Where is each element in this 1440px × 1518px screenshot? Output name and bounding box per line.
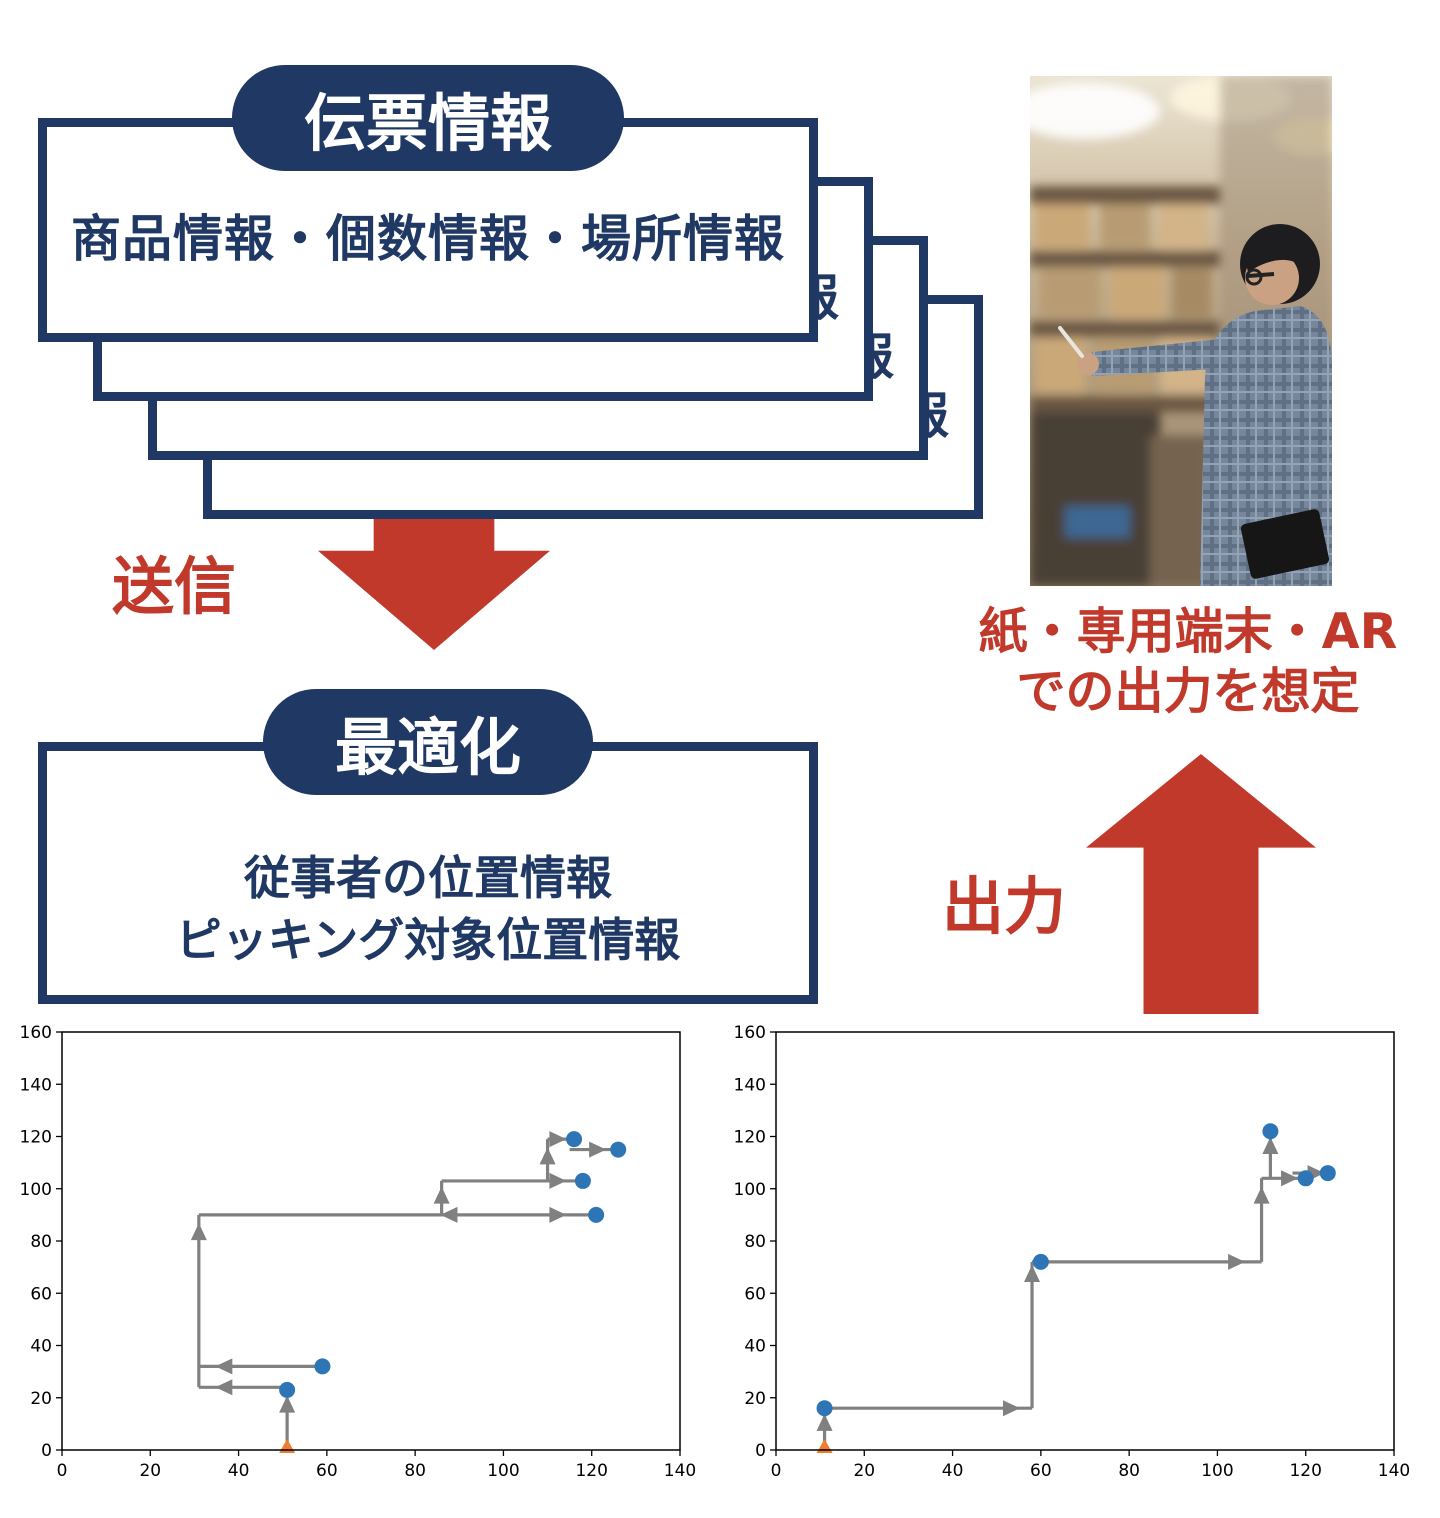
output-arrow-up: [1086, 754, 1316, 1014]
optimize-line-2: ピッキング対象位置情報: [175, 913, 681, 968]
optimize-box: 最適化 従事者の位置情報 ピッキング対象位置情報: [38, 689, 818, 1004]
svg-text:60: 60: [1030, 1461, 1052, 1481]
svg-text:40: 40: [30, 1337, 52, 1357]
slip-card-body: 商品情報・個数情報・場所情報: [71, 210, 785, 268]
optimize-line-1: 従事者の位置情報: [244, 851, 612, 905]
svg-text:60: 60: [30, 1284, 52, 1304]
svg-text:0: 0: [57, 1461, 68, 1481]
svg-text:120: 120: [20, 1128, 52, 1148]
svg-text:100: 100: [20, 1180, 52, 1200]
svg-text:20: 20: [30, 1389, 52, 1409]
svg-text:140: 140: [664, 1461, 696, 1481]
warehouse-photo: [1030, 76, 1332, 586]
svg-text:100: 100: [487, 1461, 519, 1481]
svg-text:80: 80: [1118, 1461, 1140, 1481]
optimize-title-pill: 最適化: [262, 689, 594, 795]
route-chart-left: 0 20 40 60 80 100 120 140 0 20 40 60 80 100 120 140 160: [10, 1018, 700, 1488]
output-note: 紙・専用端末・AR での出力を想定: [918, 602, 1440, 722]
send-label: 送信: [112, 550, 237, 623]
svg-text:60: 60: [744, 1284, 766, 1304]
slip-card-front: 伝票情報 商品情報・個数情報・場所情報: [38, 65, 818, 342]
svg-text:20: 20: [853, 1461, 875, 1481]
svg-text:60: 60: [316, 1461, 338, 1481]
svg-text:80: 80: [30, 1232, 52, 1252]
svg-text:160: 160: [734, 1023, 766, 1043]
worker-figure: [1058, 224, 1332, 586]
svg-text:140: 140: [734, 1075, 766, 1095]
svg-text:140: 140: [1378, 1461, 1410, 1481]
svg-text:0: 0: [755, 1441, 766, 1461]
output-note-line-2: での出力を想定: [1016, 662, 1360, 720]
output-label: 出力: [942, 870, 1067, 943]
svg-text:120: 120: [1289, 1461, 1321, 1481]
slip-title-pill: 伝票情報: [231, 65, 625, 171]
route-chart-right: 0 20 40 60 80 100 120 140 0 20 40 60 80 100 120 140 160: [724, 1018, 1414, 1488]
svg-text:20: 20: [139, 1461, 161, 1481]
svg-text:100: 100: [1201, 1461, 1233, 1481]
svg-text:160: 160: [20, 1023, 52, 1043]
svg-text:40: 40: [228, 1461, 250, 1481]
svg-text:40: 40: [942, 1461, 964, 1481]
warehouse-photo-graphic: [1030, 76, 1332, 586]
svg-text:80: 80: [744, 1232, 766, 1252]
output-note-line-1: 紙・専用端末・AR: [978, 603, 1398, 660]
svg-text:80: 80: [404, 1461, 426, 1481]
svg-text:0: 0: [771, 1461, 782, 1481]
optimize-body: 従事者の位置情報 ピッキング対象位置情報: [47, 847, 809, 971]
svg-text:140: 140: [20, 1075, 52, 1095]
svg-text:20: 20: [744, 1389, 766, 1409]
svg-text:0: 0: [41, 1441, 52, 1461]
svg-text:40: 40: [744, 1337, 766, 1357]
svg-text:120: 120: [734, 1128, 766, 1148]
svg-text:120: 120: [575, 1461, 607, 1481]
svg-text:100: 100: [734, 1180, 766, 1200]
